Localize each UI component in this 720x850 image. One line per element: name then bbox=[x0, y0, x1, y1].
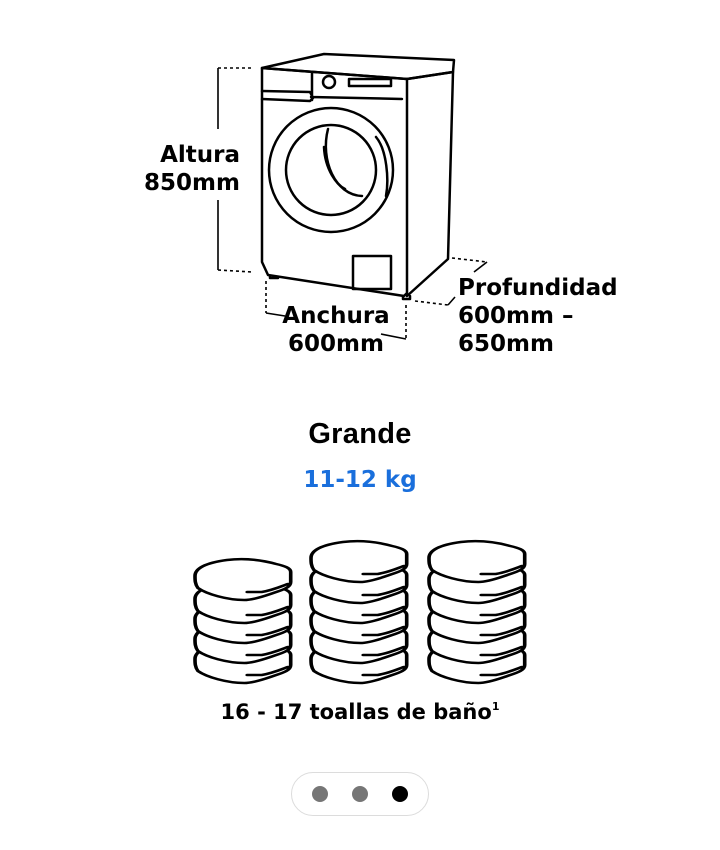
height-label: Altura 850mm bbox=[120, 141, 240, 197]
washing-machine-icon bbox=[217, 52, 488, 340]
depth-label-value-2: 650mm bbox=[458, 331, 554, 357]
size-category-title: Grande bbox=[308, 418, 412, 450]
height-label-value: 850mm bbox=[144, 170, 240, 196]
towel-stack-1 bbox=[193, 557, 293, 685]
footnote-marker[interactable]: 1 bbox=[491, 700, 500, 713]
towel-caption: 16 - 17 toallas de baño1 bbox=[0, 700, 720, 724]
towel-stack-2 bbox=[309, 539, 409, 685]
height-label-title: Altura bbox=[160, 142, 240, 168]
carousel-pagination bbox=[291, 772, 429, 816]
depth-label-value-1: 600mm – bbox=[458, 303, 574, 329]
capacity-value: 11-12 kg bbox=[303, 467, 417, 493]
width-label: Anchura 600mm bbox=[276, 302, 396, 358]
depth-label-title: Profundidad bbox=[458, 275, 618, 301]
width-label-title: Anchura bbox=[282, 303, 390, 329]
towel-stack-icon bbox=[193, 539, 527, 685]
towel-caption-text: 16 - 17 toallas de baño bbox=[220, 700, 492, 724]
towel-stack-3 bbox=[427, 539, 527, 685]
pagination-dot-2[interactable] bbox=[352, 786, 368, 802]
depth-label: Profundidad 600mm – 650mm bbox=[458, 274, 658, 358]
pagination-dot-3-active[interactable] bbox=[392, 786, 408, 802]
width-label-value: 600mm bbox=[288, 331, 384, 357]
pagination-dot-1[interactable] bbox=[312, 786, 328, 802]
